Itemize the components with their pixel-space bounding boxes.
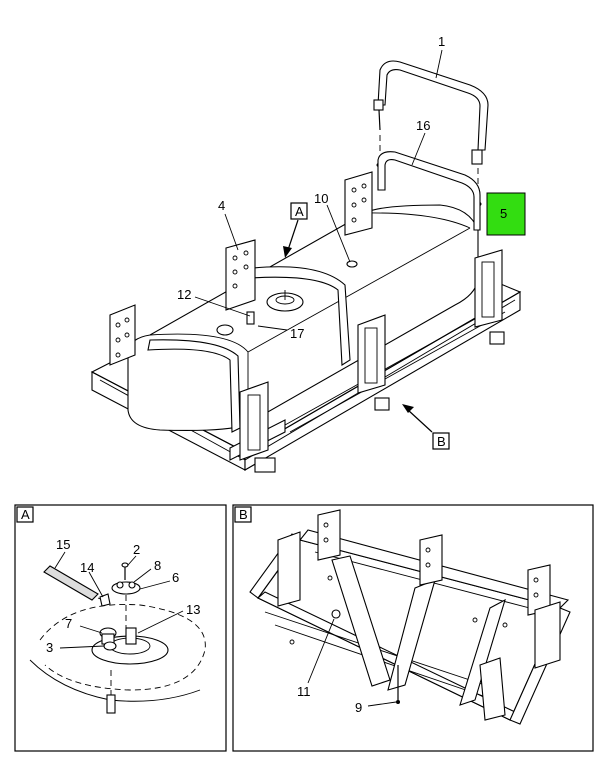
bracket-mid-left — [225, 239, 256, 311]
pickup-tube — [106, 694, 116, 714]
callout-5: 5 — [500, 206, 507, 221]
fuel-tube — [43, 565, 109, 603]
detail-panel-b: B — [232, 504, 594, 752]
drain-plug — [346, 260, 358, 268]
view-arrow-a — [283, 219, 299, 258]
cradle-underside — [249, 509, 571, 725]
hose-clamp — [99, 593, 111, 607]
callout-11: 11 — [297, 684, 311, 699]
sender-flange — [111, 581, 141, 595]
callout-7: 7 — [65, 616, 72, 631]
leader-lines — [194, 49, 443, 331]
detail-b-label-box — [234, 506, 252, 523]
main-exploded-view: 1 16 10 4 5 12 17 A B — [90, 34, 526, 473]
detail-panel-a: A — [14, 504, 227, 752]
view-arrow-b — [402, 404, 433, 433]
callout-9: 9 — [355, 700, 362, 715]
callout-12: 12 — [177, 287, 191, 302]
callout-8: 8 — [154, 558, 161, 573]
callout-1: 1 — [438, 34, 445, 49]
fitting-lower — [103, 641, 117, 651]
view-marker-a: A — [295, 204, 304, 219]
detail-b-label: B — [239, 507, 248, 522]
callout-4: 4 — [218, 198, 225, 213]
bracket-front-left — [109, 304, 136, 366]
fuel-tank — [127, 204, 479, 433]
callout-13: 13 — [186, 602, 200, 617]
callout-2: 2 — [133, 542, 140, 557]
detail-a-frame — [14, 504, 227, 752]
callout-6: 6 — [172, 570, 179, 585]
highlight-box-callout-5 — [486, 192, 526, 236]
view-marker-b-box — [432, 432, 450, 450]
strap-upper — [377, 151, 481, 231]
callout-14: 14 — [80, 560, 94, 575]
detail-a-label: A — [21, 507, 30, 522]
callout-10: 10 — [314, 191, 328, 206]
bracket-mid-right — [357, 314, 386, 394]
drain-plug-underside — [331, 609, 341, 619]
tank-outline-dashed — [39, 604, 206, 691]
bracket-front-right — [239, 381, 269, 461]
detail-b-frame — [232, 504, 594, 752]
callout-17: 17 — [290, 326, 304, 341]
view-marker-b: B — [437, 434, 446, 449]
callout-16: 16 — [416, 118, 430, 133]
view-marker-a-box — [290, 202, 308, 220]
fuel-cap — [216, 324, 234, 336]
detail-a-label-box — [16, 506, 34, 523]
callout-15: 15 — [56, 537, 70, 552]
bracket-rear-right — [474, 249, 503, 328]
mounting-brackets — [109, 171, 503, 461]
callout-3: 3 — [46, 640, 53, 655]
bracket-rear-left — [344, 171, 373, 236]
